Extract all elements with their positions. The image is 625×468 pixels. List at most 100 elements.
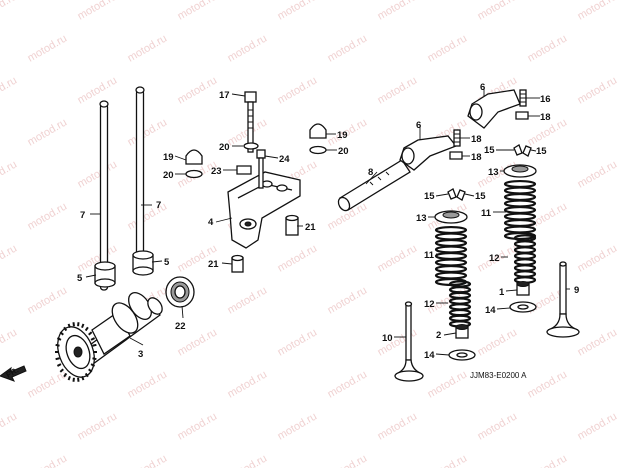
watermark-text: motod.ru [526,32,570,64]
callout-follower-right: 5 [164,257,170,268]
callout-stud-center: 24 [279,154,290,165]
rocker-shaft [337,159,411,212]
callout-cotter-front-left: 15 [424,191,435,202]
watermark-text: motod.ru [0,326,19,358]
watermark-text: motod.ru [576,410,620,442]
front-arrow [0,365,27,382]
watermark-text: motod.ru [326,284,370,316]
callout-seat-rear: 14 [485,305,496,316]
callout-pushrod-left: 7 [80,210,85,221]
callout-holder-bolt: 17 [219,90,230,101]
watermark-text: motod.ru [226,32,270,64]
watermark-text: motod.ru [376,410,420,442]
stem-seal-front [455,324,469,339]
nut-center [236,165,252,175]
callout-valve-front: 10 [382,333,393,344]
cap-nut-left [185,149,203,165]
watermark-text: motod.ru [376,74,420,106]
watermark-text: motod.ru [176,410,220,442]
washer-right [309,145,327,155]
watermark-text: motod.ru [226,368,270,400]
callout-washer-left: 20 [163,170,174,181]
watermark-text: motod.ru [476,326,520,358]
inner-spring-front [448,280,472,328]
camshaft [55,292,163,382]
pushrod-right [135,86,145,267]
watermark-text: motod.ru [276,326,320,358]
dowel-pin-lower [231,254,244,273]
watermark-text: motod.ru [476,0,520,23]
callout-dowel-lower: 21 [208,259,219,270]
callout-adjuster-front: 18 [471,134,482,145]
watermark-text: motod.ru [76,410,120,442]
watermark-text: motod.ru [576,158,620,190]
dowel-pin-upper [285,214,299,236]
spring-seat-front [448,349,476,361]
callout-dowel-upper: 21 [305,222,316,233]
watermark-text: motod.ru [26,284,70,316]
callout-pushrod-right: 7 [156,200,161,211]
watermark-text: motod.ru [426,452,470,468]
callout-stem-seal-front: 2 [436,330,441,341]
pushrod-left [99,100,109,291]
callout-washer-right: 20 [338,146,349,157]
callout-camshaft: 3 [138,349,143,360]
valve-rear [546,261,580,338]
callout-cotter-front-right: 15 [475,191,486,202]
callout-cap-nut-right: 19 [337,130,348,141]
watermark-text: motod.ru [0,74,19,106]
washer-left [185,169,203,179]
front-arrow-label: FR. [5,365,21,379]
spring-seat-rear [509,301,537,313]
watermark-text: motod.ru [576,326,620,358]
rocker-arm-holder [227,171,301,249]
callout-rocker-shaft: 8 [368,167,373,178]
watermark-text: motod.ru [26,452,70,468]
retainer-rear [503,164,537,178]
cap-nut-right [309,123,327,139]
adjuster-front [453,129,461,147]
follower-right [132,250,154,276]
callout-rocker-rear: 6 [480,82,485,93]
callout-follower-left: 5 [77,273,83,284]
watermark-text: motod.ru [126,32,170,64]
callout-outer-spring-rear: 11 [481,208,492,219]
cotters-rear [513,144,532,157]
watermark-text: motod.ru [276,242,320,274]
callout-inner-spring-front: 12 [424,299,435,310]
washer-bolt [243,142,259,150]
watermark-text: motod.ru [126,452,170,468]
cotters-front [447,188,466,201]
watermark-text: motod.ru [176,0,220,23]
callout-nut-center: 23 [211,166,222,177]
callout-labels: 7 7 5 5 3 22 4 21 21 17 20 19 20 23 24 1… [77,82,579,361]
callout-cotter-rear-left: 15 [484,145,495,156]
callout-valve-rear: 9 [574,285,579,296]
callout-stem-seal-rear: 1 [499,287,505,298]
rocker-arm-front [399,135,458,171]
watermark-text: motod.ru [0,242,19,274]
callout-adjuster-rear: 16 [540,94,551,105]
watermark-text: motod.ru [426,368,470,400]
outer-spring-front [434,225,468,287]
watermark-text: motod.ru [126,116,170,148]
adjuster-rear [519,89,527,107]
callout-inner-spring-rear: 12 [489,253,500,264]
stud-center [256,149,266,189]
watermark-text: motod.ru [76,74,120,106]
watermark-text: motod.ru [326,32,370,64]
valve-front [394,301,424,382]
watermark-text: motod.ru [0,158,19,190]
watermark-text: motod.ru [476,410,520,442]
watermark-text: motod.ru [26,116,70,148]
watermark-text: motod.ru [76,158,120,190]
watermark-text: motod.ru [76,0,120,23]
callout-retainer-front: 13 [416,213,427,224]
callout-cap-nut-left: 19 [163,152,174,163]
watermark-text: motod.ru [526,452,570,468]
callout-rocker-front: 6 [416,120,421,131]
retainer-front [434,210,468,224]
callout-cotter-rear-right: 15 [536,146,547,157]
watermark-text: motod.ru [26,32,70,64]
callout-retainer-rear: 13 [488,167,499,178]
